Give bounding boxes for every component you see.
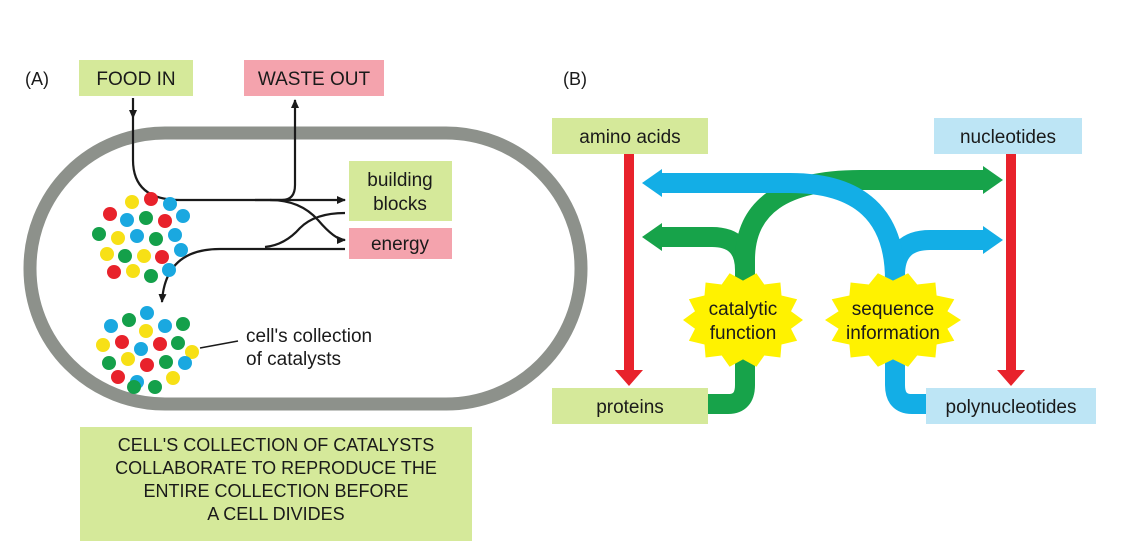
catalyst-dot xyxy=(118,249,132,263)
amino-acids-label: amino acids xyxy=(579,127,680,148)
catalyst-dot xyxy=(185,345,199,359)
caption-line1: CELL'S COLLECTION OF CATALYSTS xyxy=(118,435,435,455)
catalyst-dot xyxy=(122,313,136,327)
energy-label: energy xyxy=(371,234,430,255)
catalyst-dot xyxy=(163,197,177,211)
panel-a: (A) FOOD IN WASTE OUT building blocks en… xyxy=(23,60,588,541)
catalyst-dot xyxy=(159,355,173,369)
catalyst-dots-upper xyxy=(92,192,190,283)
catalyst-dot xyxy=(139,211,153,225)
proteins-label: proteins xyxy=(596,397,664,418)
sequence-information-line2: information xyxy=(846,323,940,344)
food-in-box xyxy=(79,60,193,96)
panel-a-label: (A) xyxy=(25,69,49,89)
panel-b: (B) amino acids nucleotides proteins pol… xyxy=(552,69,1096,424)
catalyst-dot xyxy=(127,380,141,394)
catalysts-pointer-line xyxy=(199,340,239,349)
catalyst-dot xyxy=(125,195,139,209)
catalyst-dot xyxy=(149,232,163,246)
green-arrowhead-right xyxy=(983,166,1003,194)
energy-box xyxy=(349,228,452,259)
catalyst-dot xyxy=(174,243,188,257)
caption-line4: A CELL DIVIDES xyxy=(207,504,344,524)
to-energy-arrow xyxy=(269,198,346,244)
catalyst-dot xyxy=(139,324,153,338)
cell-wall xyxy=(23,126,588,411)
catalyst-dot xyxy=(104,319,118,333)
green-arrowhead-left xyxy=(642,223,662,251)
catalyst-dot xyxy=(144,269,158,283)
food-in-label: FOOD IN xyxy=(96,69,175,90)
blue-from-polynucleotides xyxy=(885,300,926,414)
blocks-to-catalysts-arrow xyxy=(264,211,346,249)
catalyst-dot xyxy=(140,306,154,320)
catalyst-dot xyxy=(155,250,169,264)
catalysts-label-line1: cell's collection xyxy=(246,326,372,347)
catalyst-dot xyxy=(130,229,144,243)
blue-to-amino-acids xyxy=(660,173,905,300)
amino-acids-box xyxy=(552,118,708,154)
building-blocks-box xyxy=(349,161,452,221)
catalytic-function-line1: catalytic xyxy=(709,299,778,320)
waste-out-arrow xyxy=(131,99,299,202)
proteins-box xyxy=(552,388,708,424)
catalyst-dot xyxy=(107,265,121,279)
blue-arrowhead-right xyxy=(983,226,1003,254)
catalyst-dot xyxy=(134,342,148,356)
catalyst-dot xyxy=(111,231,125,245)
catalyst-dot xyxy=(176,209,190,223)
catalyst-dot xyxy=(162,263,176,277)
catalyst-dot xyxy=(92,227,106,241)
catalyst-dots-lower xyxy=(96,306,199,394)
catalyst-dot xyxy=(178,356,192,370)
building-blocks-label-line1: building xyxy=(367,170,433,191)
red-arrow-proteins xyxy=(615,154,643,386)
green-from-proteins xyxy=(708,300,755,414)
polynucleotides-label: polynucleotides xyxy=(946,397,1077,418)
catalyst-dot xyxy=(144,192,158,206)
flow-arrows xyxy=(129,98,346,303)
catalyst-dot xyxy=(96,338,110,352)
catalytic-function-line2: function xyxy=(710,323,777,344)
catalyst-dot xyxy=(176,317,190,331)
green-to-nucleotides xyxy=(735,170,985,300)
blue-arrowhead-left xyxy=(642,169,662,197)
catalyst-dot xyxy=(153,337,167,351)
waste-out-label: WASTE OUT xyxy=(258,69,371,90)
red-arrow-polynucleotides xyxy=(997,154,1025,386)
catalyst-dot xyxy=(126,264,140,278)
panel-b-label: (B) xyxy=(563,69,587,89)
catalyst-dot xyxy=(137,249,151,263)
catalyst-dot xyxy=(121,352,135,366)
sequence-information-star xyxy=(825,273,961,367)
catalyst-dot xyxy=(140,358,154,372)
building-blocks-label-line2: blocks xyxy=(373,194,427,215)
caption-line3: ENTIRE COLLECTION BEFORE xyxy=(143,481,408,501)
catalyst-dot xyxy=(148,380,162,394)
catalyst-dot xyxy=(171,336,185,350)
catalyst-dot xyxy=(166,371,180,385)
catalytic-function-star xyxy=(683,273,803,367)
catalysts-label-line2: of catalysts xyxy=(246,349,341,370)
green-pathway xyxy=(660,170,985,414)
catalyst-dot xyxy=(100,247,114,261)
nucleotides-box xyxy=(934,118,1082,154)
catalyst-dot xyxy=(168,228,182,242)
catalyst-dot xyxy=(120,213,134,227)
catalyst-dot xyxy=(111,370,125,384)
catalyst-dot xyxy=(158,319,172,333)
catalyst-dot xyxy=(103,207,117,221)
caption-line2: COLLABORATE TO REPRODUCE THE xyxy=(115,458,437,478)
catalyst-dot xyxy=(115,335,129,349)
waste-out-box xyxy=(244,60,384,96)
polynucleotides-box xyxy=(926,388,1096,424)
to-catalysts-arrow xyxy=(158,247,345,303)
sequence-information-line1: sequence xyxy=(852,299,934,320)
catalyst-dot xyxy=(102,356,116,370)
caption-box xyxy=(80,427,472,541)
blue-pathway xyxy=(660,173,985,414)
nucleotides-label: nucleotides xyxy=(960,127,1056,148)
catalyst-dot xyxy=(158,214,172,228)
